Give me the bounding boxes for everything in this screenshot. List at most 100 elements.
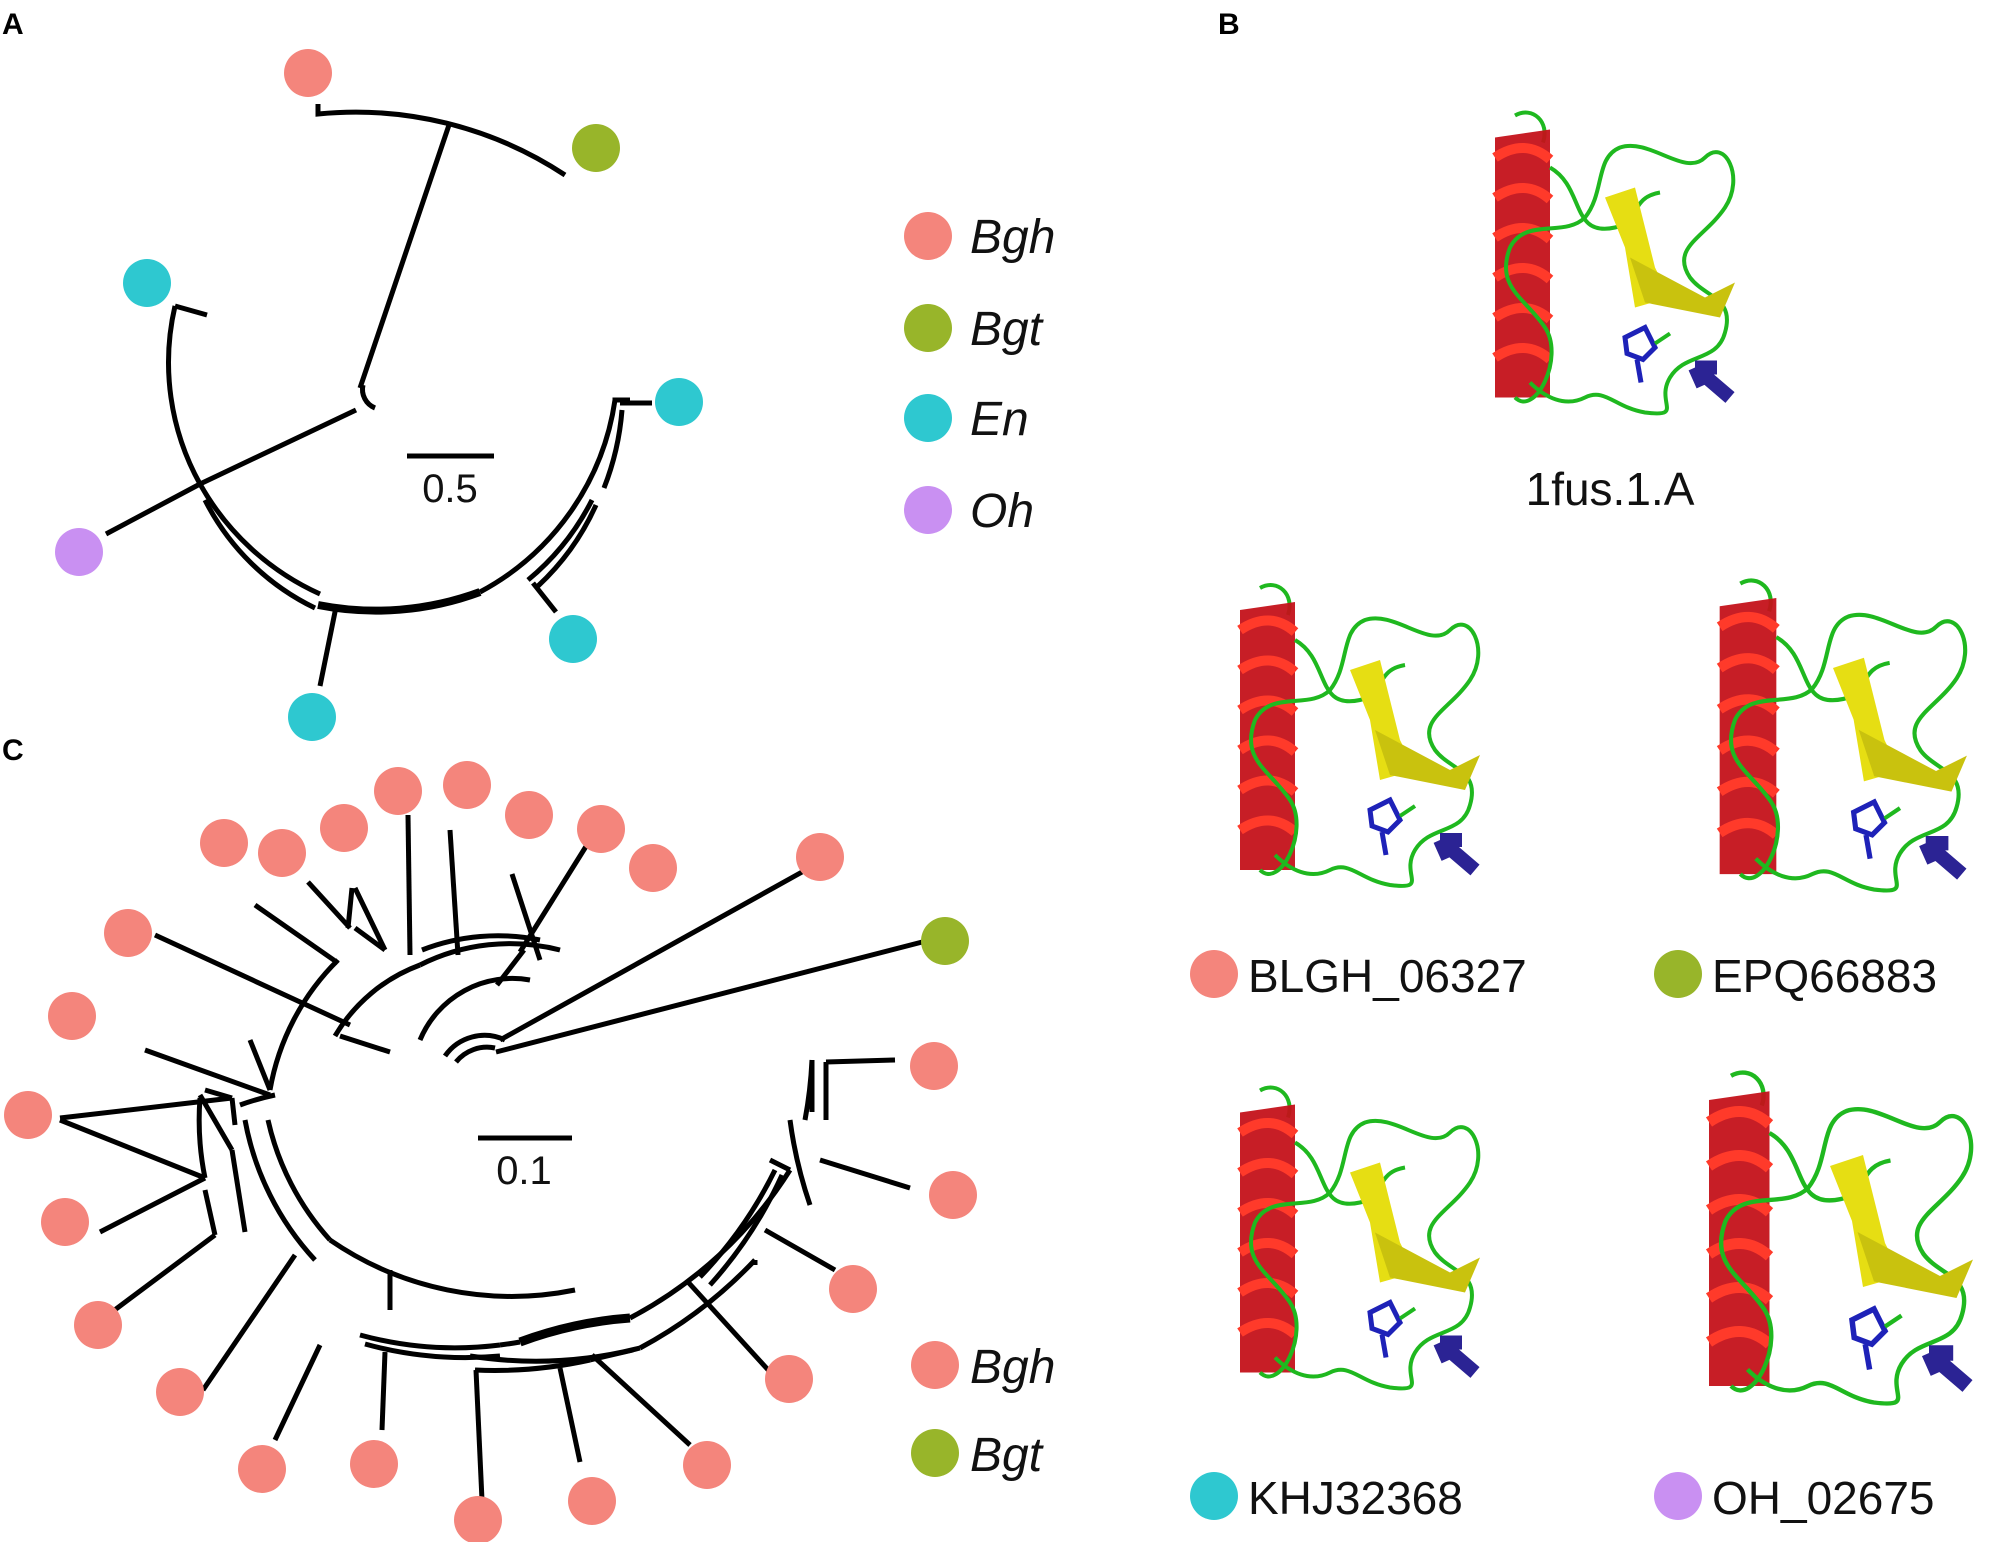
tree-c-branch — [239, 1092, 276, 1108]
structure-swatch-en — [1190, 1472, 1238, 1520]
protein-structure-epq — [1720, 581, 1967, 891]
legend-label-bgh: Bgh — [970, 211, 1055, 264]
tree-a-branch — [315, 104, 567, 178]
leaf-bgh — [74, 1301, 122, 1349]
tree-c-branch — [509, 873, 543, 961]
tree-c-branch — [686, 1280, 772, 1374]
leaf-bgh — [629, 844, 677, 892]
leaf-bgh — [320, 804, 368, 852]
tree-a-branch — [478, 399, 618, 595]
tree-c-branch — [442, 1032, 507, 1058]
leaf-bgh — [796, 833, 844, 881]
leaf-bgh — [443, 761, 491, 809]
tree-c-branch — [59, 1117, 206, 1181]
tree-c-branch — [454, 1044, 496, 1064]
leaf-bgh — [929, 1171, 977, 1219]
tree-c-branch — [202, 1189, 218, 1236]
tree-c-branch — [345, 887, 355, 929]
tree-a: 0.5 — [55, 49, 703, 741]
tree-c-branch — [379, 1351, 388, 1431]
leaf-bgh — [765, 1355, 813, 1403]
panel-label-a: A — [2, 8, 24, 41]
tree-a-branch — [531, 581, 558, 614]
tree-c-branch — [247, 1039, 273, 1091]
leaf-bgh — [910, 1042, 958, 1090]
tree-a-branch — [198, 407, 358, 487]
tree-c-branch — [473, 1369, 485, 1501]
tree-c-branch — [339, 1033, 391, 1055]
leaf-bgh — [48, 992, 96, 1040]
tree-c-branch — [819, 1157, 911, 1191]
tree-a-branch — [536, 503, 599, 588]
structure-label-oh: OH_02675 — [1712, 1472, 1935, 1524]
legend-label-bgh: Bgh — [970, 1341, 1055, 1394]
scale-label-c: 0.1 — [496, 1149, 552, 1193]
legend-c: Bgh Bgt — [911, 1341, 1055, 1482]
tree-a-branch — [317, 588, 482, 615]
structures-panel: 1fus.1.A BLGH_06327 EPQ66883 KHJ32368 OH… — [1190, 113, 1973, 1524]
leaf-bgh — [258, 829, 306, 877]
protein-structure-blgh — [1240, 585, 1480, 886]
tree-c-branch — [353, 925, 387, 953]
tree-c-branch — [265, 1119, 332, 1242]
tree-a-branch — [174, 303, 208, 318]
leaf-bgh — [350, 1440, 398, 1488]
legend-a: Bgh Bgt En Oh — [904, 211, 1055, 538]
legend-label-oh: Oh — [970, 485, 1034, 538]
legend-swatch-bgh — [904, 212, 952, 260]
tree-a-branch — [526, 498, 595, 582]
tree-c-branch — [253, 902, 340, 966]
protein-structure-1fus — [1495, 113, 1735, 414]
structure-label-reference: 1fus.1.A — [1526, 463, 1695, 515]
tree-a-branch — [317, 606, 339, 687]
tree-a-branch — [601, 409, 625, 489]
tree-c-branch — [242, 1119, 317, 1262]
structure-label-epq: EPQ66883 — [1712, 950, 1937, 1002]
tree-c-branch — [495, 948, 526, 987]
tree-c-branch — [197, 1093, 235, 1152]
leaf-bgh — [374, 767, 422, 815]
legend-label-bgt: Bgt — [970, 1429, 1044, 1482]
legend-swatch-bgt — [911, 1429, 959, 1477]
leaf-bgh — [41, 1198, 89, 1246]
leaf-bgh — [4, 1091, 52, 1139]
leaf-bgh — [284, 49, 332, 97]
tree-a-branch — [166, 305, 203, 486]
tree-a-branch — [357, 121, 453, 389]
structure-swatch-oh — [1654, 1472, 1702, 1520]
legend-swatch-oh — [904, 486, 952, 534]
tree-c-branch — [267, 958, 340, 1091]
leaf-en — [288, 693, 336, 741]
leaf-bgh — [505, 791, 553, 839]
tree-c-branch — [110, 1232, 217, 1315]
tree-c-branch — [768, 1157, 792, 1173]
tree-a-branch — [104, 481, 202, 537]
tree-c-branch — [518, 1313, 631, 1347]
structure-swatch-bgh — [1190, 950, 1238, 998]
leaf-bgh — [829, 1265, 877, 1313]
leaf-bgh — [454, 1496, 502, 1542]
tree-c: 0.1 — [4, 761, 977, 1542]
tree-c-branch — [638, 1258, 757, 1351]
legend-swatch-en — [904, 394, 952, 442]
leaf-bgh — [683, 1441, 731, 1489]
tree-c-branch — [196, 1097, 208, 1179]
tree-a-branch — [202, 498, 317, 611]
tree-c-branch — [787, 1119, 813, 1206]
tree-c-branch — [306, 880, 352, 930]
legend-swatch-bgt — [904, 304, 952, 352]
tree-c-branch — [417, 975, 531, 1041]
structure-label-blgh: BLGH_06327 — [1248, 950, 1527, 1002]
tree-c-branch — [153, 932, 352, 1028]
tree-c-branch — [418, 941, 561, 968]
tree-c-branch — [200, 1253, 298, 1392]
protein-structure-khj — [1240, 1088, 1480, 1389]
leaf-bgh — [104, 909, 152, 957]
tree-a-branch — [197, 482, 322, 597]
legend-swatch-bgh — [911, 1341, 959, 1389]
tree-c-branch — [698, 1168, 778, 1279]
tree-c-branch — [825, 1057, 896, 1065]
tree-c-branch — [495, 937, 931, 1055]
leaf-en — [549, 615, 597, 663]
tree-c-branch — [590, 1353, 692, 1447]
